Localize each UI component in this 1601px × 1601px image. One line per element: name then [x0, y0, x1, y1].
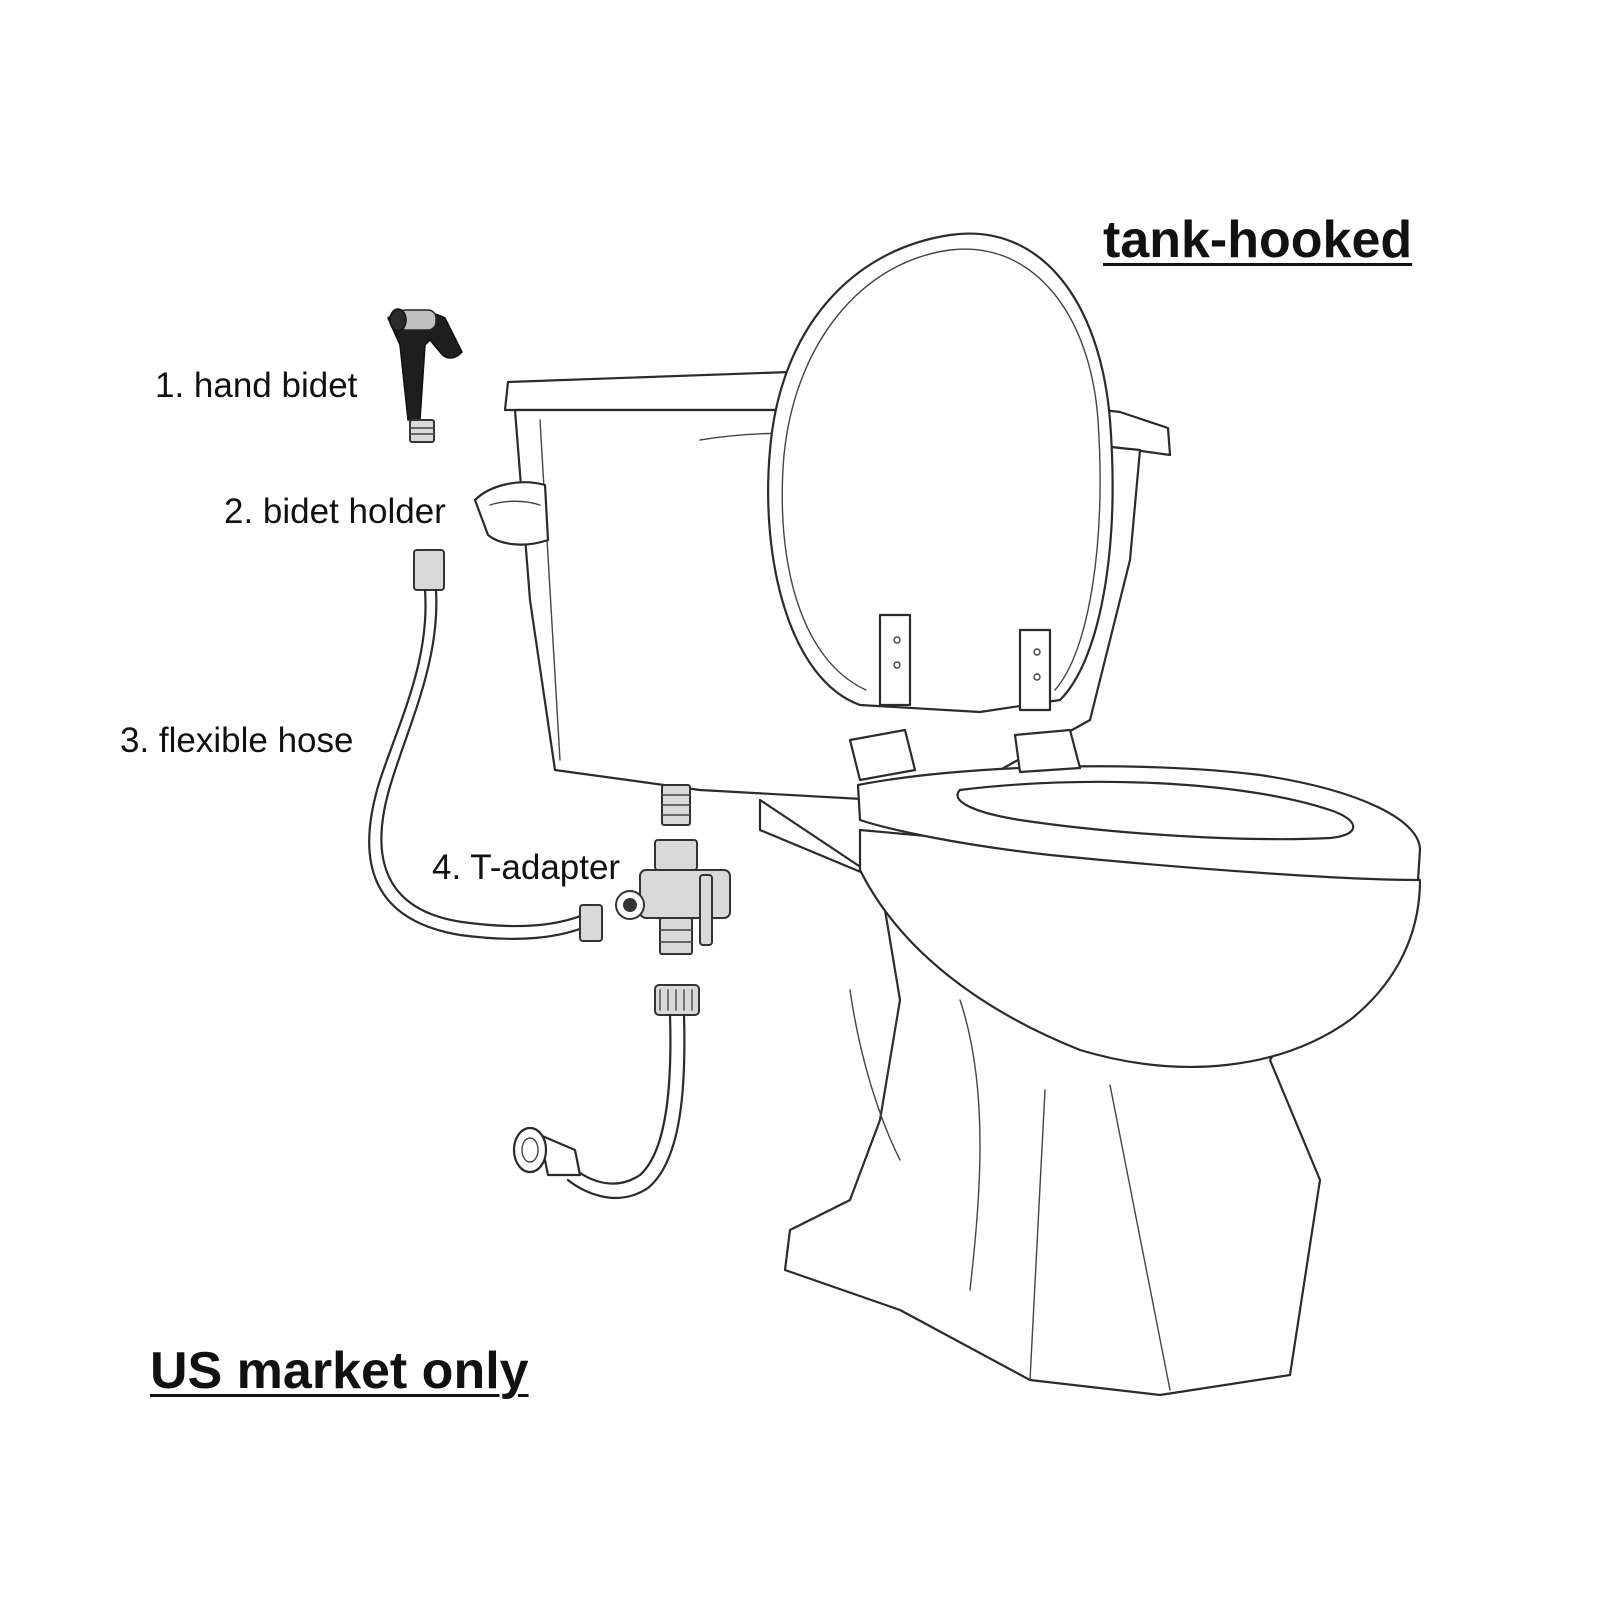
hand-bidet-sprayer: [387, 308, 463, 443]
toilet-lid: [767, 232, 1114, 782]
part-label-hand-bidet: 1. hand bidet: [155, 366, 358, 405]
market-note: US market only: [150, 1342, 529, 1400]
toilet-bowl: [758, 765, 1422, 1397]
part-label-flexible-hose: 3. flexible hose: [120, 721, 354, 760]
part-label-bidet-holder: 2. bidet holder: [224, 492, 446, 531]
part-label-t-adapter: 4. T-adapter: [432, 848, 621, 887]
diagram-title: tank-hooked: [1103, 211, 1413, 269]
bidet-holder: [473, 481, 550, 546]
t-adapter: [615, 784, 731, 955]
flexible-hose: [368, 549, 603, 942]
water-supply-line: [512, 984, 700, 1199]
